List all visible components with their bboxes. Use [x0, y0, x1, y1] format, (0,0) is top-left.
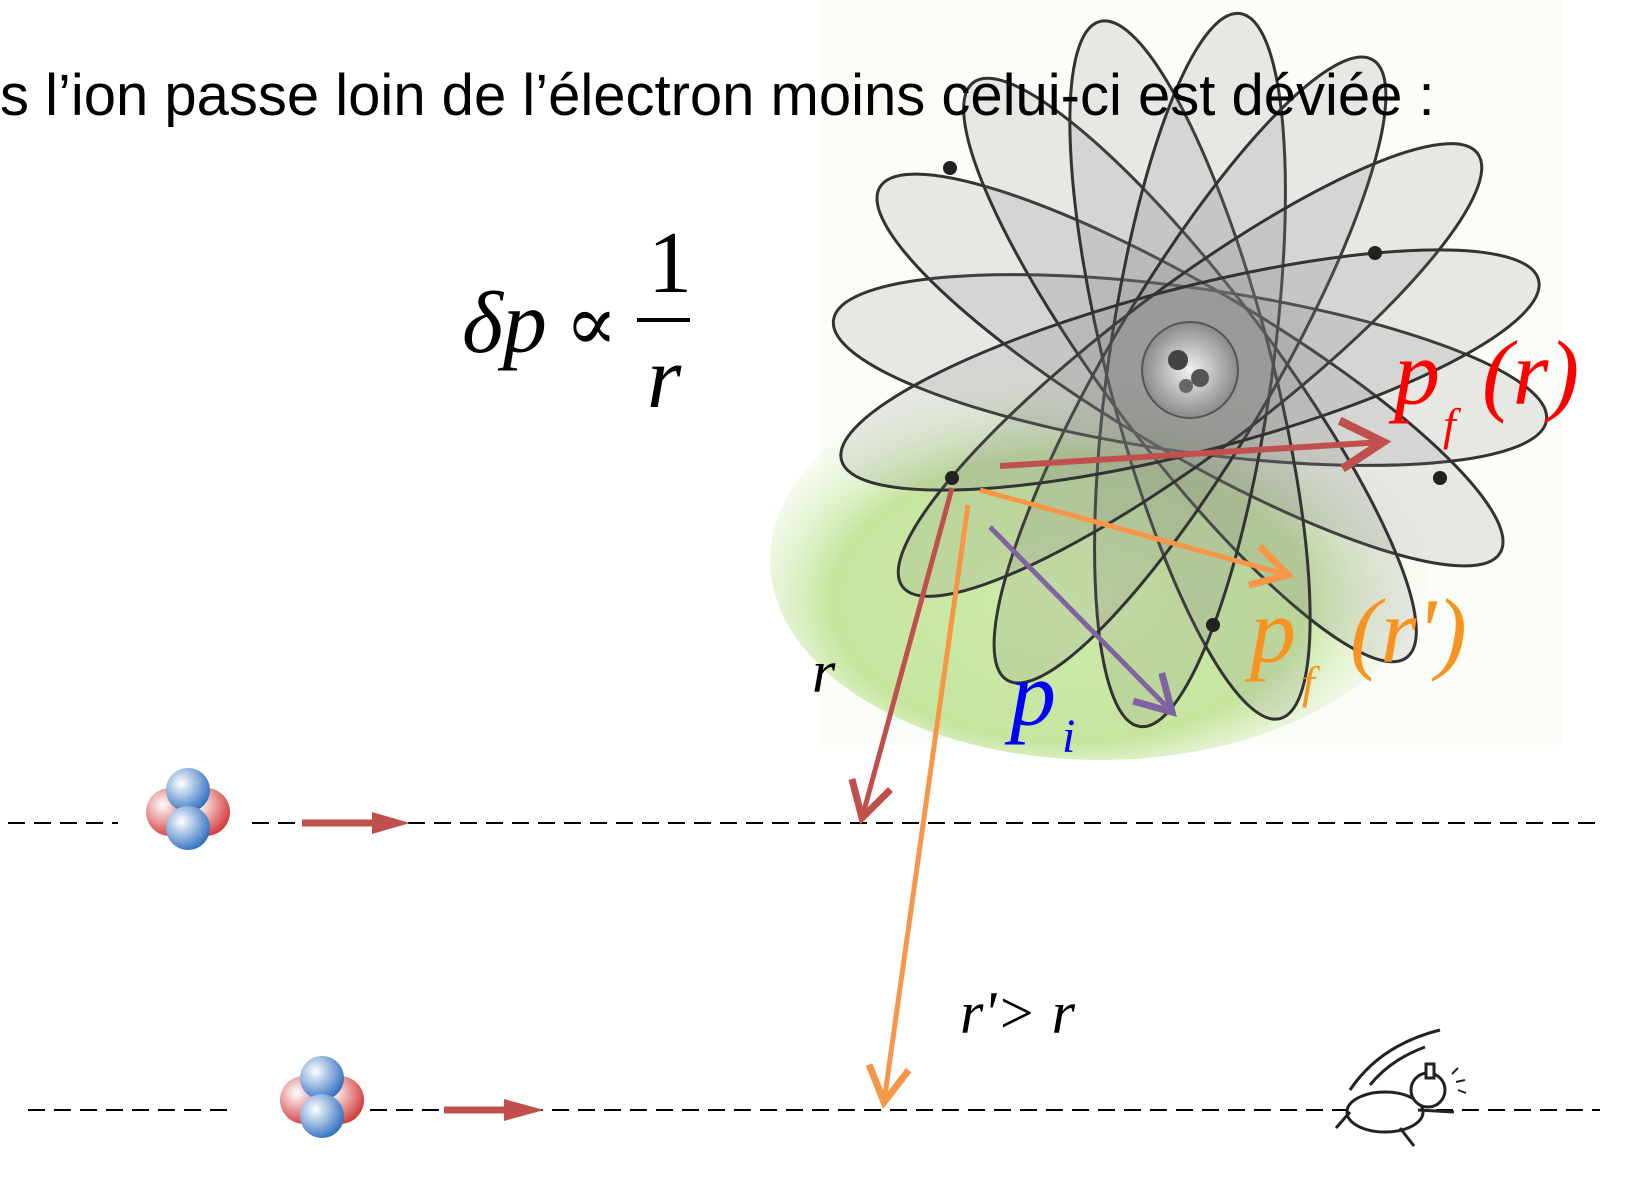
label-r: r: [812, 639, 836, 705]
pf-rprime-sub: f: [1302, 657, 1321, 708]
pf-r-sub: f: [1443, 399, 1462, 450]
distance-rprime-arrow: [865, 504, 971, 1109]
pf-rprime-arrow: [979, 487, 1295, 589]
formula: δp ∝ 1 r: [462, 215, 692, 427]
pi-base: p: [1004, 643, 1056, 745]
headline: s l’ion passe loin de l’électron moins c…: [0, 63, 1435, 128]
distance-r-arrow: [848, 487, 955, 825]
formula-numerator: 1: [648, 215, 692, 312]
pf-r-arrow: [999, 416, 1392, 473]
pf-r-base: p: [1388, 322, 1440, 424]
pf-r-arg: (r): [1482, 322, 1579, 424]
label-pf-rprime: p f (r'): [1244, 580, 1467, 708]
label-rprime-gt-r: r'> r: [960, 980, 1076, 1046]
cartoon-scientist-icon: [1334, 1028, 1467, 1147]
ion-icon: [146, 768, 230, 850]
ion-velocity-arrow: [302, 812, 410, 834]
label-pi: p i: [1004, 643, 1075, 763]
ion-icon: [280, 1056, 364, 1138]
atom-icon: [770, 0, 1562, 760]
pi-arrow: [988, 525, 1177, 718]
pi-sub: i: [1062, 710, 1075, 763]
label-pf-r: p f (r): [1388, 322, 1579, 450]
formula-lhs: δp: [462, 275, 547, 372]
pf-rprime-base: p: [1244, 580, 1296, 682]
formula-relation: ∝: [565, 280, 618, 367]
formula-denominator: r: [647, 330, 682, 427]
ion-velocity-arrow: [444, 1099, 544, 1121]
pf-rprime-arg: (r'): [1350, 580, 1467, 682]
